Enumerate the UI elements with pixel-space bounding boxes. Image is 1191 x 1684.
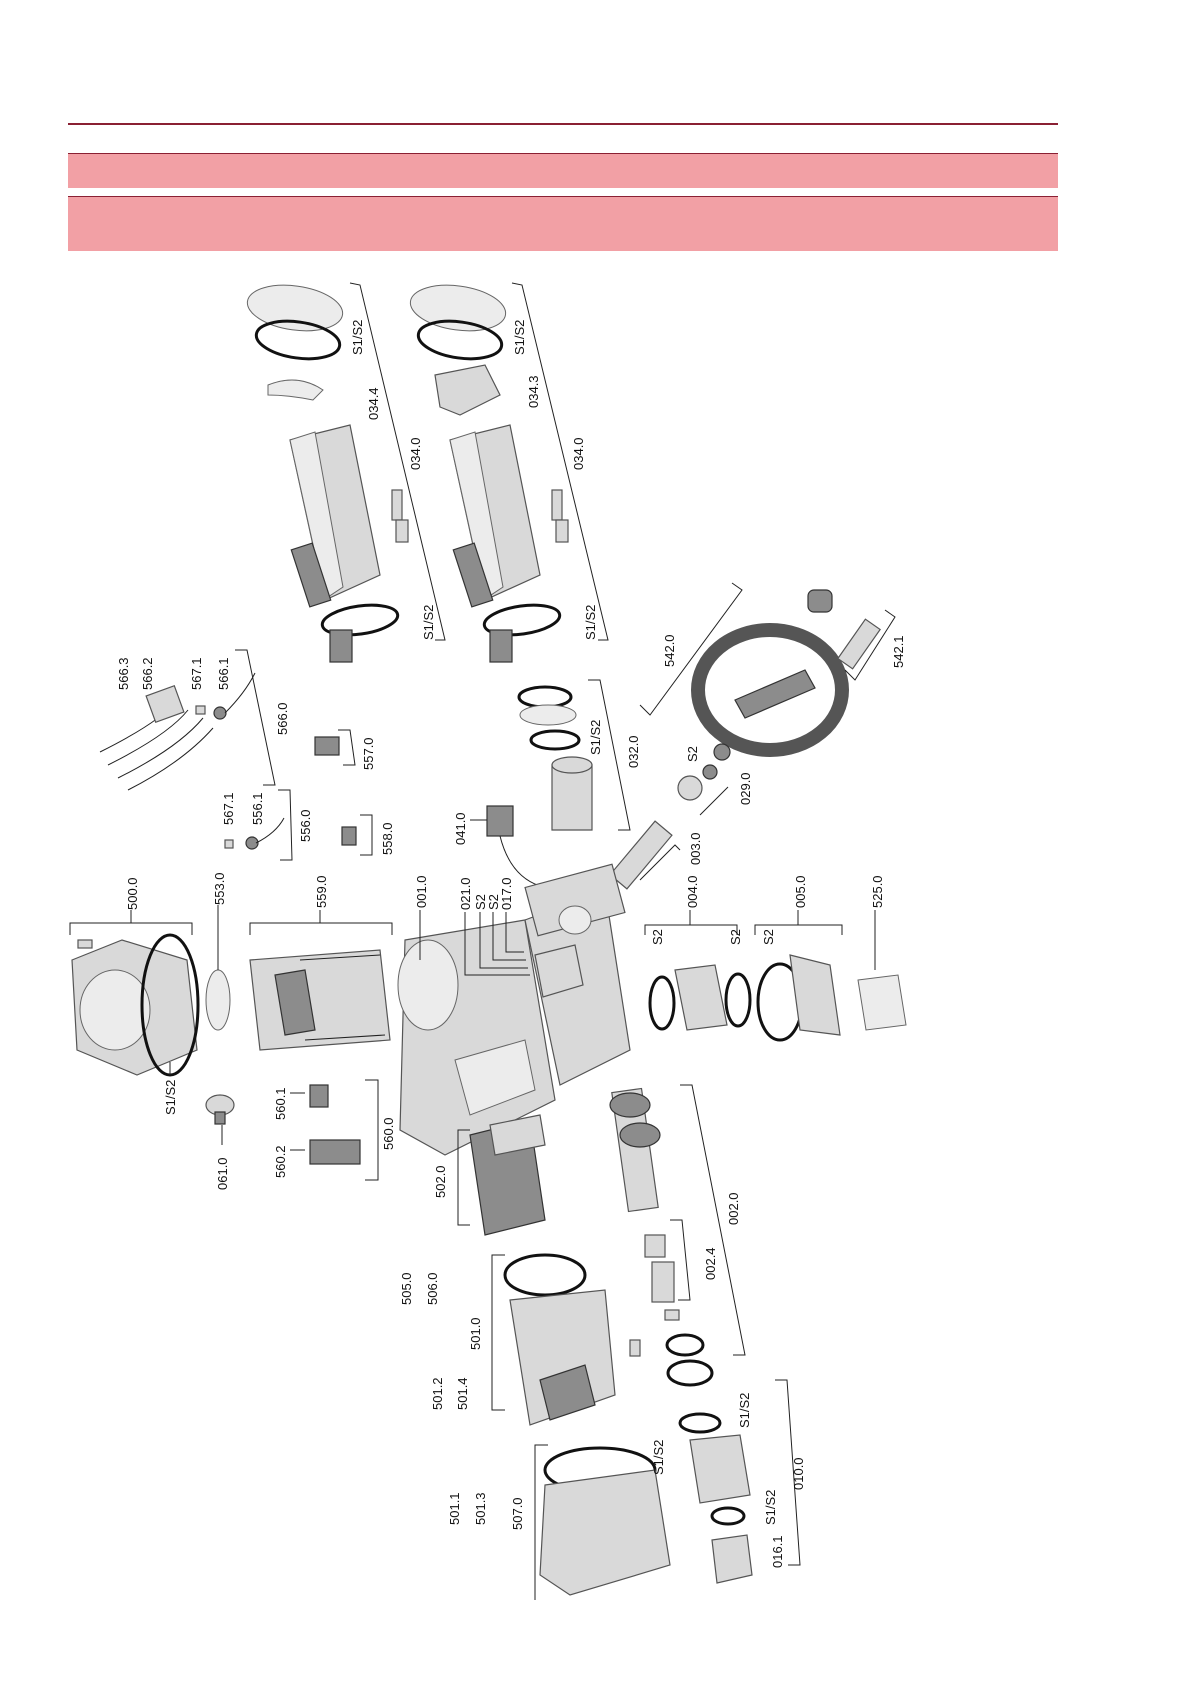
- label-041-0: 041.0: [453, 812, 468, 845]
- header-band-upper: [68, 153, 1058, 188]
- main-housing: [397, 863, 631, 1156]
- label-002-4: 002.4: [703, 1247, 718, 1280]
- connector-041: [486, 805, 541, 887]
- label-566-2: 566.2: [140, 657, 155, 690]
- assembly-501: [503, 1253, 641, 1426]
- coupling-032: [517, 685, 593, 831]
- label-506-0: 506.0: [425, 1272, 440, 1305]
- leader-lines: [69, 282, 896, 1600]
- label-560-0: 560.0: [381, 1117, 396, 1150]
- part-560-2: [309, 1139, 361, 1165]
- part-061: [205, 1094, 235, 1125]
- disc-553: [205, 969, 231, 1031]
- motor-assembly-right: [409, 284, 569, 663]
- label-010-0: 010.0: [791, 1457, 806, 1490]
- label-553-0: 553.0: [212, 872, 227, 905]
- header-rule: [68, 123, 1058, 125]
- label-029-0: 029.0: [738, 772, 753, 805]
- label-525-0: 525.0: [870, 875, 885, 908]
- label-s1s2-010a: S1/S2: [737, 1393, 752, 1428]
- label-002-0: 002.0: [726, 1192, 741, 1225]
- part-labels: 500.0 553.0 559.0 001.0 021.0 S2 S2 017.…: [116, 320, 906, 1568]
- label-501-0: 501.0: [468, 1317, 483, 1350]
- label-567-1-a: 567.1: [189, 657, 204, 690]
- worm-shaft-002: [609, 1087, 714, 1387]
- label-s1s2-m1-bottom: S1/S2: [421, 605, 436, 640]
- label-566-0: 566.0: [275, 702, 290, 735]
- label-s2-b: S2: [486, 894, 501, 910]
- label-505-0: 505.0: [399, 1272, 414, 1305]
- part-010: [678, 1412, 753, 1584]
- label-502-0: 502.0: [433, 1165, 448, 1198]
- label-566-1: 566.1: [216, 657, 231, 690]
- label-061-0: 061.0: [215, 1157, 230, 1190]
- control-unit-559: [249, 949, 391, 1051]
- gear-block-502: [469, 1114, 546, 1236]
- label-021-0: 021.0: [458, 877, 473, 910]
- handwheel: [691, 589, 881, 757]
- label-542-0: 542.0: [662, 634, 677, 667]
- parts-004-005-525: [648, 954, 907, 1042]
- label-557-0: 557.0: [361, 737, 376, 770]
- header-band-lower: [68, 196, 1058, 251]
- label-558-0: 558.0: [380, 822, 395, 855]
- label-016-1: 016.1: [770, 1535, 785, 1568]
- label-567-1-b: 567.1: [221, 792, 236, 825]
- label-501-2: 501.2: [430, 1377, 445, 1410]
- label-s1s2-m1-top: S1/S2: [350, 320, 365, 355]
- part-560-1: [309, 1084, 329, 1108]
- label-s2-029: S2: [685, 746, 700, 762]
- shaft-003: [609, 743, 731, 890]
- label-034-0-m1: 034.0: [408, 437, 423, 470]
- label-s1s2-m2-bottom: S1/S2: [583, 605, 598, 640]
- label-s2-005: S2: [761, 929, 776, 945]
- label-032-0: 032.0: [626, 735, 641, 768]
- label-542-1: 542.1: [891, 635, 906, 668]
- motor-assembly-left: [246, 284, 409, 663]
- label-034-4: 034.4: [366, 387, 381, 420]
- label-s1s2-m2-top: S1/S2: [512, 320, 527, 355]
- label-s1s2-032: S1/S2: [588, 720, 603, 755]
- label-034-3: 034.3: [526, 375, 541, 408]
- label-s1s2-500: S1/S2: [163, 1080, 178, 1115]
- cover-507: [539, 1446, 671, 1596]
- label-559-0: 559.0: [314, 875, 329, 908]
- label-500-0: 500.0: [125, 877, 140, 910]
- label-501-3: 501.3: [473, 1492, 488, 1525]
- label-s2-004b: S2: [728, 929, 743, 945]
- label-003-0: 003.0: [688, 832, 703, 865]
- label-s1s2-010b: S1/S2: [763, 1490, 778, 1525]
- label-507-0: 507.0: [510, 1497, 525, 1530]
- label-501-1: 501.1: [447, 1492, 462, 1525]
- label-556-1: 556.1: [250, 792, 265, 825]
- exploded-parts-diagram: 500.0 553.0 559.0 001.0 021.0 S2 S2 017.…: [69, 282, 907, 1600]
- label-560-2: 560.2: [273, 1145, 288, 1178]
- label-560-1: 560.1: [273, 1087, 288, 1120]
- label-004-0: 004.0: [685, 875, 700, 908]
- label-556-0: 556.0: [298, 809, 313, 842]
- label-s1s2-507: S1/S2: [651, 1440, 666, 1475]
- label-034-0-m2: 034.0: [571, 437, 586, 470]
- label-s2-004a: S2: [650, 929, 665, 945]
- cover-500: [71, 933, 200, 1077]
- label-s2-a: S2: [473, 894, 488, 910]
- label-501-4: 501.4: [455, 1377, 470, 1410]
- label-566-3: 566.3: [116, 657, 131, 690]
- label-005-0: 005.0: [793, 875, 808, 908]
- label-001-0: 001.0: [414, 875, 429, 908]
- small-switch-parts: [99, 672, 357, 850]
- label-017-0: 017.0: [499, 877, 514, 910]
